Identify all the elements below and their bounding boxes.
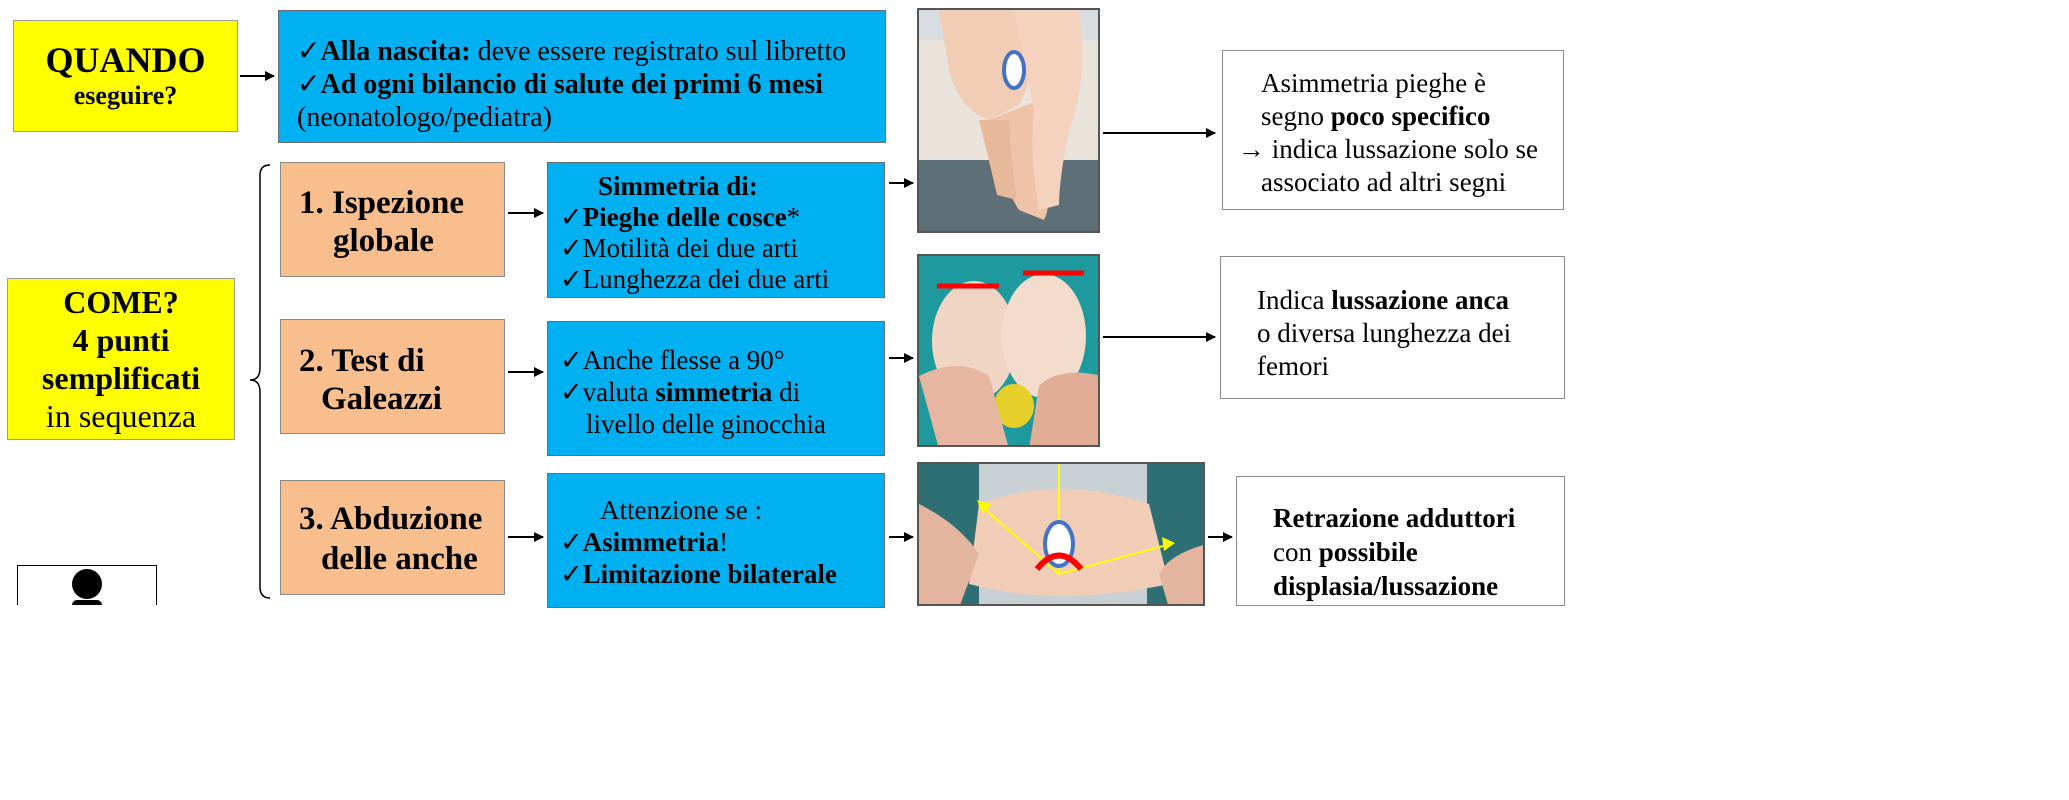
result-2-line1: Indica lussazione anca (1257, 285, 1509, 315)
quando-title: QUANDO (45, 40, 206, 80)
result-1-line1: Asimmetria pieghe è (1261, 68, 1486, 98)
result-1-line4: associato ad altri segni (1261, 167, 1507, 197)
step-3-line1: 3. Abduzione (299, 501, 483, 537)
step-1-box: 1. Ispezione globale (280, 162, 505, 277)
step-3-line2: delle anche (321, 541, 478, 577)
step-3-detail-item-1: ✓Asimmetria! (560, 527, 729, 557)
come-line2: 4 punti (72, 322, 170, 358)
timing-line-3: (neonatologo/pediatra) (297, 102, 553, 133)
step-1-detail-box: Simmetria di: ✓Pieghe delle cosce* ✓Moti… (547, 162, 885, 298)
result-2-box: Indica lussazione anca o diversa lunghez… (1220, 256, 1565, 399)
step-1-detail-item-3: ✓Lunghezza dei due arti (560, 264, 830, 294)
step-2-detail-item-2: ✓valuta simmetria di (560, 377, 801, 407)
step-1-line2: globale (333, 223, 434, 259)
timing-box: ✓Alla nascita: deve essere registrato su… (278, 10, 886, 143)
quando-box: QUANDO eseguire? (13, 20, 238, 132)
timing-line-2: ✓Ad ogni bilancio di salute dei primi 6 … (297, 69, 823, 100)
step-3-detail-head: Attenzione se : (600, 495, 762, 525)
result-3-line2: con possibile (1273, 537, 1418, 567)
photo-galeazzi-knees (917, 254, 1100, 447)
result-1-line3: → indica lussazione solo se (1238, 134, 1538, 164)
come-line3: semplificati (41, 360, 201, 396)
result-1-box: Asimmetria pieghe è segno poco specifico… (1222, 50, 1564, 210)
step-2-detail-item-3: livello delle ginocchia (586, 409, 826, 439)
step-2-line1: 2. Test di (299, 343, 425, 379)
photo-hip-abduction (917, 462, 1205, 606)
result-3-box: Retrazione adduttori con possibile displ… (1236, 476, 1565, 606)
step-3-box: 3. Abduzione delle anche (280, 480, 505, 595)
come-line4: in sequenza (45, 398, 197, 434)
step-2-line2: Galeazzi (321, 381, 442, 417)
timing-line-1: ✓Alla nascita: deve essere registrato su… (297, 36, 847, 67)
result-2-line2: o diversa lunghezza dei (1257, 318, 1512, 348)
person-icon (17, 565, 157, 605)
step-1-line1: 1. Ispezione (299, 185, 464, 221)
step-1-detail-item-2: ✓Motilità dei due arti (560, 233, 798, 263)
step-2-detail-item-1: ✓Anche flesse a 90° (560, 345, 785, 375)
step-2-detail-box: ✓Anche flesse a 90° ✓valuta simmetria di… (547, 321, 885, 456)
step-1-detail-head: Simmetria di: (598, 171, 758, 201)
photo-thigh-folds (917, 8, 1100, 233)
result-3-line3: displasia/lussazione (1273, 571, 1499, 601)
result-2-line3: femori (1257, 351, 1329, 381)
come-box: COME? 4 punti semplificati in sequenza (7, 278, 235, 440)
come-title: COME? (63, 284, 179, 320)
step-3-detail-box: Attenzione se : ✓Asimmetria! ✓Limitazion… (547, 473, 885, 608)
quando-subtitle: eseguire? (73, 81, 178, 110)
step-3-detail-item-2: ✓Limitazione bilaterale (560, 559, 837, 589)
step-1-detail-item-1: ✓Pieghe delle cosce* (560, 202, 801, 232)
result-3-line1: Retrazione adduttori (1273, 503, 1516, 533)
step-2-box: 2. Test di Galeazzi (280, 319, 505, 434)
result-1-line2: segno poco specifico (1261, 101, 1491, 131)
brace (249, 164, 271, 599)
